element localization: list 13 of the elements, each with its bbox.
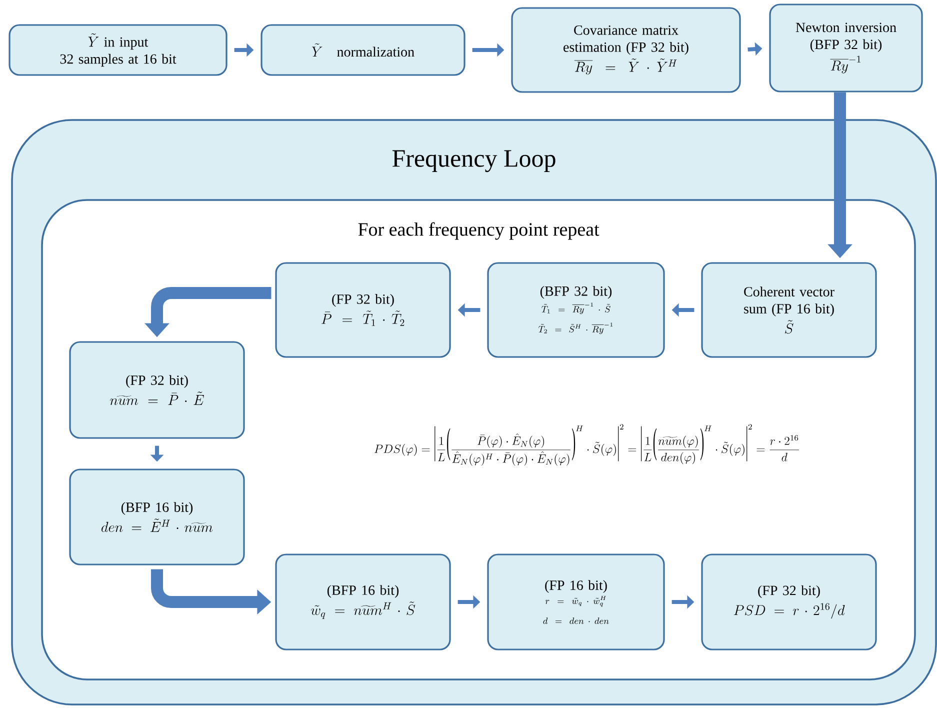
process-box: Newton inversion (BFP 32 bit) $\overline{Ry}^{-1}$ — [769, 4, 923, 92]
process-box: (FP 32 bit) $PSD = r\cdot 2^{16}/d$ — [701, 554, 877, 650]
process-box: $\tilde{Y}$ normalization — [260, 24, 466, 76]
process-box: Covariance matrix estimation (FP 32 bit) $\overline{Ry} = \tilde{Y}\cdot\tilde{Y}^{H}$ — [511, 7, 741, 93]
process-box: (FP 32 bit) $\widetilde{num} = \bar{P}\cdot\tilde{E}$ — [69, 341, 245, 439]
process-box: (BFP 16 bit) $den = \tilde{E}^{H}\cdot\widetilde{num}$ — [69, 468, 245, 566]
process-box: (FP 32 bit) $\bar{P} = \tilde{T}_1\cdot\tilde{T}_2$ — [275, 262, 451, 358]
process-box: (FP 16 bit) $r = \tilde{w}_q\cdot{\tilde{w}_q}^{H}$ $d = den\cdot den$ — [487, 554, 665, 650]
process-box: $\tilde{Y}$ in input 32 samples at 16 bit — [8, 24, 228, 76]
process-box: (BFP 32 bit) $\tilde{T}_1 = \overline{Ry}^{-1}\cdot\tilde{S}$ $\tilde{T}_2 = \tilde{S}^{H}\cdot\overline{Ry}^{-1}$ — [487, 262, 665, 358]
process-box: Coherent vector sum (FP 16 bit) $\tilde{S}$ — [701, 262, 877, 358]
formula: $PDS(\varphi) = \scalebox{1}[3.2]{|}\frac{1}{L}\scalebox{1}[3]{(}\frac{\bar{P}(\varphi)\cdot\hat{E}_N(\varphi)}{\hat{E}_N(\varphi)^{H}\cdot\bar{P}(\varphi)\cdot\hat{E}_N(\varphi)}\scalebox{1}[3]{)}^{H}\cdot\tilde{S}(\varphi)\scalebox{1}[3.2]{|}^{2} = \scalebox{1}[3.2]{|}\frac{1}{L}\scalebox{1}[3]{(}\frac{\widetilde{num}(\varphi)}{den(\varphi)}\scalebox{1}[3]{)}^{H}\cdot\tilde{S}(\varphi)\scalebox{1}[3.2]{|}^{2} = \frac{r\cdot 2^{16}}{d}$ — [374, 424, 799, 466]
process-box: (BFP 16 bit) $\tilde{w}_q = \widetilde{num}^{H}\cdot\tilde{S}$ — [275, 554, 451, 650]
